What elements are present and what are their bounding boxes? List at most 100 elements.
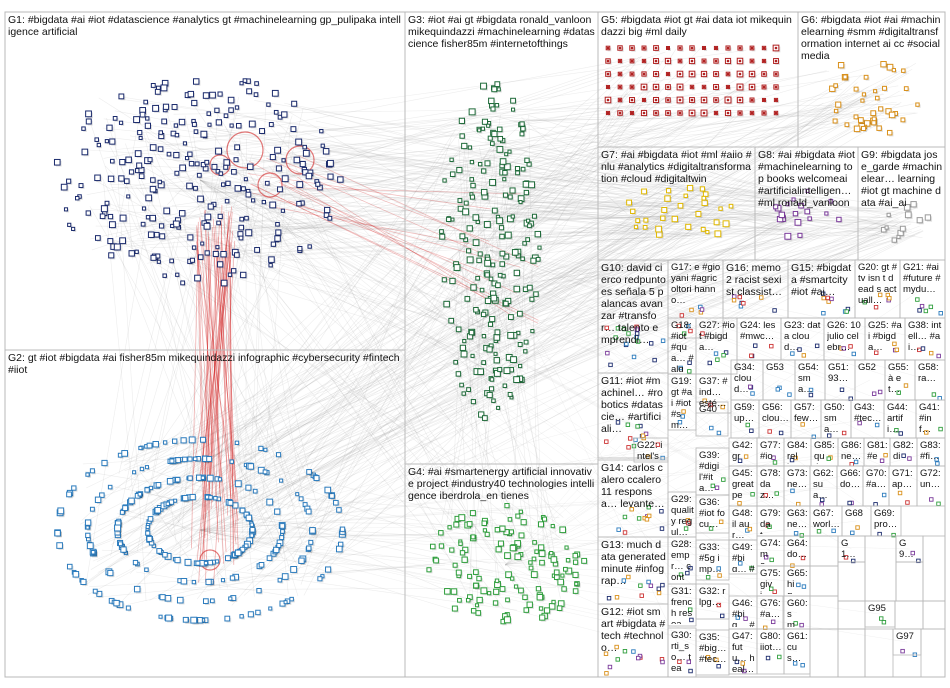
node <box>851 558 856 564</box>
node <box>107 569 114 577</box>
node <box>224 615 231 622</box>
edge <box>226 207 678 480</box>
node <box>531 213 537 219</box>
group-label-g54: G54: sma… <box>798 362 819 395</box>
edge <box>458 206 722 253</box>
node <box>677 420 683 425</box>
node <box>853 114 859 120</box>
node <box>71 485 77 491</box>
node <box>339 526 346 532</box>
node <box>197 195 204 203</box>
node <box>233 157 239 163</box>
node <box>268 263 273 268</box>
edge <box>284 550 546 566</box>
node <box>283 600 288 605</box>
node <box>759 295 764 300</box>
node <box>924 430 929 435</box>
node <box>71 226 76 231</box>
edge <box>293 181 471 518</box>
node <box>457 597 462 603</box>
edge <box>310 82 858 543</box>
edge <box>240 107 877 242</box>
node <box>118 93 125 100</box>
node <box>896 390 901 395</box>
node <box>742 668 747 674</box>
node <box>833 108 839 114</box>
node <box>499 261 505 267</box>
group-label-g37: G37: #ind… esté… <box>699 376 728 409</box>
edge <box>504 418 713 566</box>
node <box>190 616 198 624</box>
edge <box>276 147 471 259</box>
node-marker <box>762 111 766 115</box>
node <box>186 182 193 190</box>
edge <box>199 529 798 552</box>
node <box>636 516 642 521</box>
node <box>507 149 512 154</box>
node <box>714 485 720 490</box>
edge <box>270 197 825 543</box>
edge <box>520 230 807 313</box>
node <box>223 159 230 166</box>
node-marker <box>726 85 730 89</box>
edge <box>270 220 911 476</box>
node <box>747 526 753 532</box>
node <box>482 528 487 533</box>
edge <box>465 156 561 599</box>
group-label-g10: G10: david cierco redpuntoes señala 5 pa… <box>601 262 666 346</box>
node <box>150 254 157 261</box>
edge <box>504 415 634 566</box>
node <box>607 664 613 670</box>
edge <box>237 147 527 229</box>
node <box>731 298 737 303</box>
group-label-g2: G2: gt #iot #bigdata #ai fisher85m mikeq… <box>8 352 400 376</box>
node <box>104 200 110 206</box>
node <box>800 555 806 561</box>
node <box>277 577 283 583</box>
node-marker <box>678 85 682 89</box>
node <box>518 200 523 205</box>
node <box>262 469 268 475</box>
group-label-g58: G58: ra… <box>918 362 939 384</box>
node <box>572 588 579 594</box>
node <box>796 501 801 507</box>
edge <box>209 169 902 227</box>
node <box>443 300 450 308</box>
node <box>144 487 150 493</box>
group-label-g95: G95 <box>868 603 886 614</box>
node <box>173 151 180 159</box>
node-marker <box>606 46 610 50</box>
node <box>457 198 463 203</box>
node <box>496 146 504 153</box>
node <box>217 91 223 97</box>
node <box>274 508 281 515</box>
node <box>227 499 234 506</box>
edge <box>441 163 516 523</box>
node <box>469 194 475 200</box>
group-label-g15: G15: #bigdata #smartcity #iot #ai… <box>791 262 852 298</box>
group-label-g81: G81: #ev… <box>867 440 888 464</box>
node <box>477 251 483 257</box>
node <box>234 185 242 192</box>
node-marker <box>654 46 658 50</box>
node <box>614 644 619 650</box>
node <box>716 566 721 571</box>
node <box>518 532 525 539</box>
edge <box>315 120 826 229</box>
node <box>721 353 726 358</box>
node <box>938 311 943 316</box>
node <box>467 145 473 150</box>
edge <box>236 198 786 495</box>
edge <box>311 74 862 577</box>
node <box>740 661 745 666</box>
node-marker <box>606 72 610 76</box>
edge <box>286 301 515 510</box>
edge <box>504 451 798 566</box>
node <box>108 252 115 259</box>
node <box>535 586 542 592</box>
group-label-g27: G27: #iot #bigda… <box>699 320 735 353</box>
node <box>191 99 198 107</box>
edge <box>282 209 888 229</box>
edge <box>191 75 757 466</box>
edge <box>184 158 658 228</box>
